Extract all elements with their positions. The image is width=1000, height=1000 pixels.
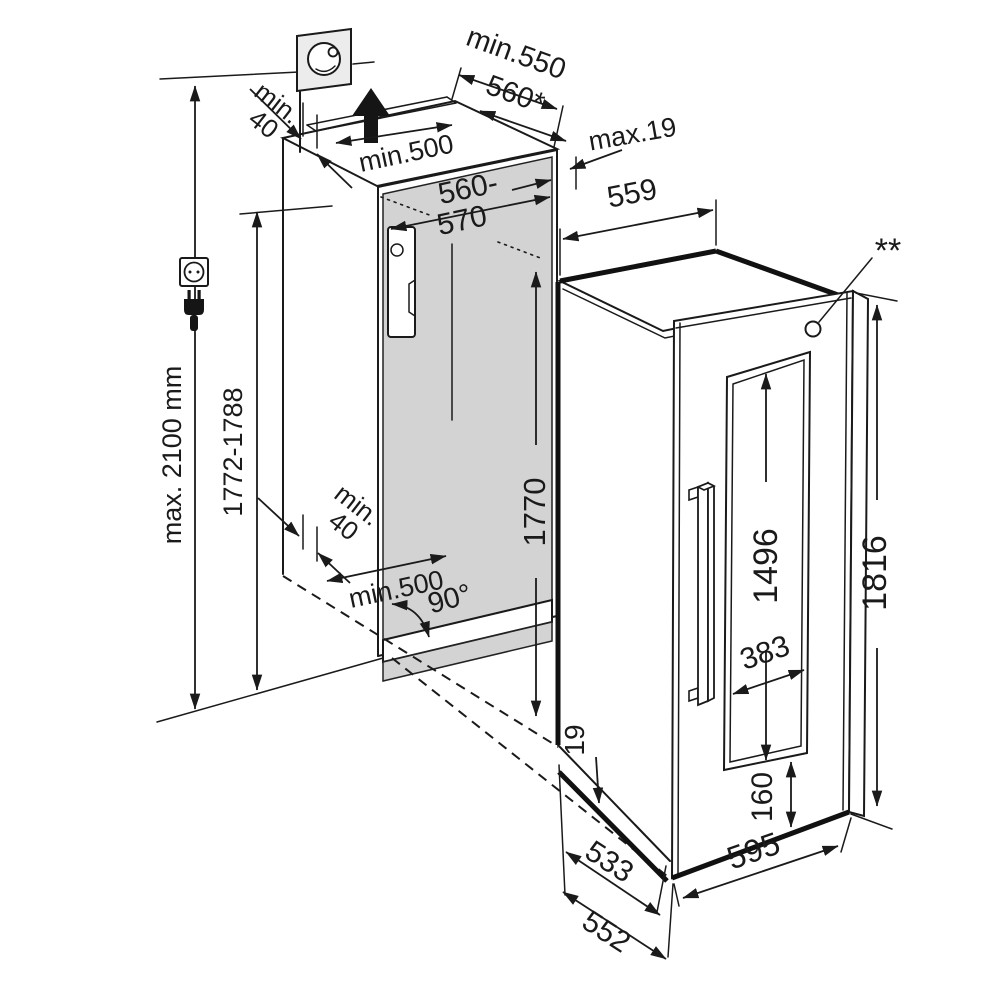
door-recess-height-dimension: 1496	[747, 373, 785, 761]
appliance-right-edge	[847, 289, 870, 818]
ceiling-reference	[159, 61, 375, 80]
carcass-top-width-label: 559	[604, 173, 659, 215]
socket-outlet-icon	[179, 257, 209, 287]
hinge-marker-circle	[804, 320, 822, 338]
carcass-top-width-dimension: 559	[559, 173, 717, 276]
depth-with-door-label: 552	[576, 905, 636, 960]
counter-depth-min-label: min.550	[462, 21, 570, 86]
overall-height-dimension: max. 2100 mm	[157, 85, 201, 710]
power-plug-icon	[184, 290, 204, 331]
niche-height-dimension: 1772-1788	[218, 205, 333, 691]
door-recess-panel	[722, 350, 812, 772]
plinth-recess-dimension: 160	[746, 761, 797, 828]
junction-box	[387, 226, 416, 338]
appliance-height-dimension: 1816	[850, 292, 898, 830]
door-recess-height-label: 1496	[747, 528, 785, 604]
bottom-edge-gap-dimension: 19	[559, 724, 604, 804]
appliance-side-face	[558, 282, 674, 878]
plinth-recess-label: 160	[746, 772, 779, 822]
ventilation-arrow-icon	[352, 88, 390, 143]
bottom-wall-gap-dimension: min. 40	[257, 478, 386, 584]
bottom-edge-gap-label: 19	[559, 724, 590, 755]
furniture-door-thickness-label: max.19	[586, 112, 678, 157]
appliance-height-label: 1816	[856, 535, 894, 611]
footnote-marker-label: **	[875, 232, 901, 270]
appliance: 559	[555, 173, 901, 960]
interior-height-dimension: 1770	[517, 271, 552, 717]
interior-height-label: 1770	[517, 478, 552, 547]
door-handle	[688, 481, 716, 707]
projection-lines	[282, 575, 668, 877]
plinth-strip	[382, 621, 553, 682]
overall-height-label: max. 2100 mm	[157, 366, 187, 545]
niche-height-label: 1772-1788	[218, 387, 248, 516]
door-recess-panel-inner	[729, 358, 805, 763]
hinge-marker: **	[804, 232, 901, 338]
wall-socket-plate-icon	[296, 27, 352, 93]
